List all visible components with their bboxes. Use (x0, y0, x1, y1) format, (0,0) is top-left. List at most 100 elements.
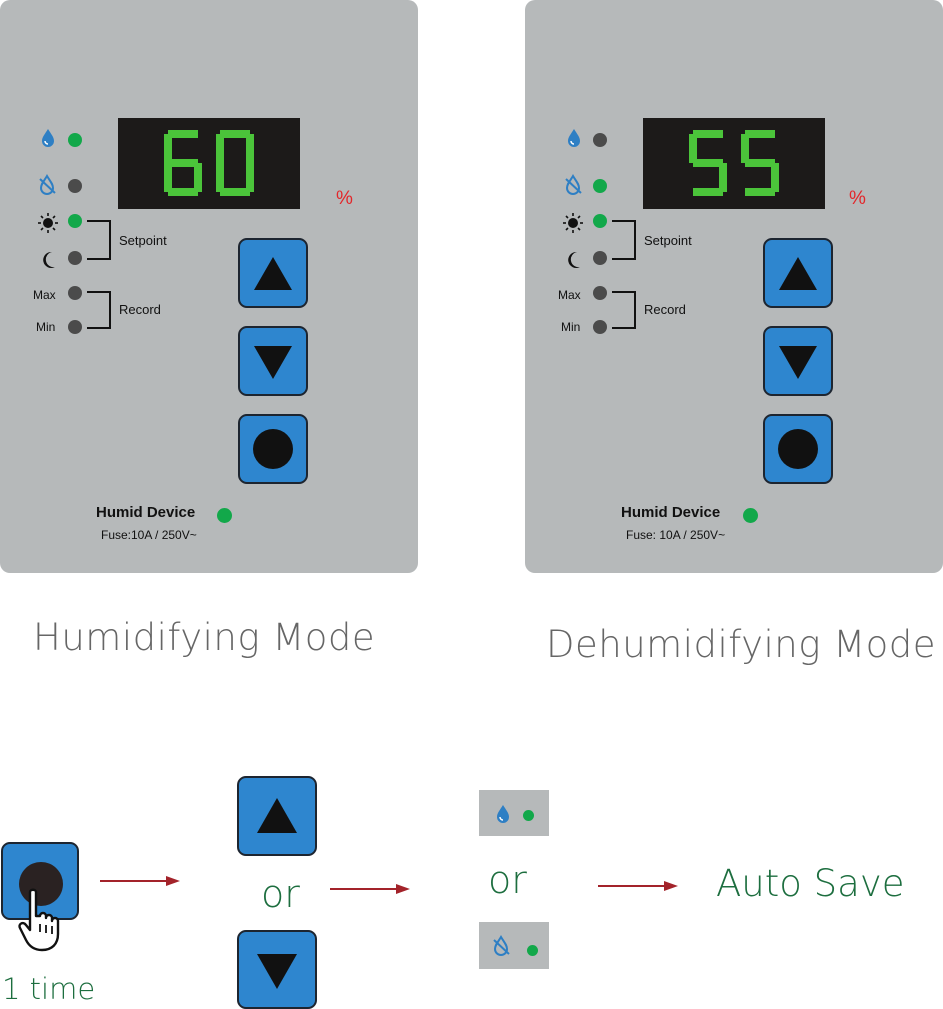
night-setpoint-led (68, 251, 82, 265)
segment-g (168, 159, 198, 167)
humidity-display (118, 118, 300, 209)
min-record-led (68, 320, 82, 334)
sun-day-icon (38, 213, 58, 233)
segment-f (741, 134, 749, 163)
dehumidify-drop-icon (39, 174, 56, 195)
segment-f (216, 134, 224, 163)
humidify-drop-icon (42, 129, 54, 147)
day-setpoint-led (68, 214, 82, 228)
power-led (217, 508, 232, 523)
segment-f (689, 134, 697, 163)
segment-c (771, 163, 779, 192)
flow-arrow-icon (100, 876, 180, 886)
set-button[interactable] (763, 414, 833, 484)
dehumidify-indicator-box (479, 922, 549, 969)
down-arrow-icon (779, 346, 817, 379)
segment-d (220, 188, 250, 196)
moon-night-icon (43, 251, 55, 268)
setpoint-bracket (612, 220, 636, 260)
humidify-indicator-box (479, 790, 549, 836)
flow-arrow-icon (330, 884, 410, 894)
flow-down-button (237, 930, 317, 1009)
down-arrow-icon (254, 346, 292, 379)
flow-up-button (237, 776, 317, 856)
dehumidify-drop-icon (493, 935, 510, 956)
segment-c (194, 163, 202, 192)
max-record-led (593, 286, 607, 300)
up-button[interactable] (238, 238, 308, 308)
humidify-drop-icon (568, 129, 580, 147)
fuse-label: Fuse:10A / 250V~ (101, 528, 197, 542)
humidifying-mode-caption: Humidifying Mode (33, 616, 376, 659)
fuse-label: Fuse: 10A / 250V~ (626, 528, 726, 542)
segment-c (719, 163, 727, 192)
humidity-display (643, 118, 825, 209)
record-label: Record (644, 302, 686, 317)
device-label: Humid Device (96, 504, 196, 521)
dehumidify-led (527, 945, 538, 956)
circle-icon (778, 429, 818, 469)
max-label: Max (33, 288, 56, 302)
power-led (743, 508, 758, 523)
segment-e (216, 163, 224, 192)
down-button[interactable] (763, 326, 833, 396)
record-label: Record (119, 302, 161, 317)
segment-a (693, 130, 723, 138)
seven-segment-readout (164, 130, 254, 196)
down-arrow-icon (257, 954, 297, 989)
segment-e (164, 163, 172, 192)
circle-icon (253, 429, 293, 469)
up-arrow-icon (254, 257, 292, 290)
segment-a (168, 130, 198, 138)
record-bracket (87, 291, 111, 329)
min-label: Min (561, 320, 581, 334)
humidify-drop-icon (497, 805, 509, 823)
max-label: Max (558, 288, 581, 302)
hand-press-icon (18, 888, 60, 952)
dehumidify-led (68, 179, 82, 193)
setpoint-label: Setpoint (119, 233, 167, 248)
humidify-led (68, 133, 82, 147)
night-setpoint-led (593, 251, 607, 265)
or-label-1: or (261, 872, 300, 916)
seven-segment-readout (689, 130, 779, 196)
segment-d (168, 188, 198, 196)
min-record-led (593, 320, 607, 334)
segment-g (745, 159, 775, 167)
press-count-label: 1 time (2, 972, 96, 1006)
day-setpoint-led (593, 214, 607, 228)
setpoint-label: Setpoint (644, 233, 692, 248)
moon-night-icon (568, 251, 580, 268)
record-bracket (612, 291, 636, 329)
segment-a (745, 130, 775, 138)
humidify-led (593, 133, 607, 147)
segment-g (693, 159, 723, 167)
up-button[interactable] (763, 238, 833, 308)
flow-arrow-icon (598, 881, 678, 891)
min-label: Min (36, 320, 56, 334)
device-label: Humid Device (621, 504, 721, 521)
segment-f (164, 134, 172, 163)
segment-b (246, 134, 254, 163)
or-label-2: or (488, 858, 527, 902)
sun-day-icon (563, 213, 583, 233)
segment-a (220, 130, 250, 138)
up-arrow-icon (779, 257, 817, 290)
auto-save-label: Auto Save (716, 862, 905, 905)
humidify-led (523, 810, 534, 821)
setpoint-bracket (87, 220, 111, 260)
down-button[interactable] (238, 326, 308, 396)
max-record-led (68, 286, 82, 300)
dehumidify-led (593, 179, 607, 193)
dehumidifying-mode-caption: Dehumidifying Mode (546, 623, 937, 666)
segment-d (745, 188, 775, 196)
segment-c (246, 163, 254, 192)
up-arrow-icon (257, 798, 297, 833)
humidifying-panel: % Setpoint Max Min Record Humid D (0, 0, 418, 573)
percent-unit: % (336, 188, 353, 209)
dehumidifying-panel: % Setpoint Max Min Record Humid D (525, 0, 943, 573)
dehumidify-drop-icon (565, 174, 582, 195)
set-button[interactable] (238, 414, 308, 484)
percent-unit: % (849, 188, 866, 209)
segment-d (693, 188, 723, 196)
